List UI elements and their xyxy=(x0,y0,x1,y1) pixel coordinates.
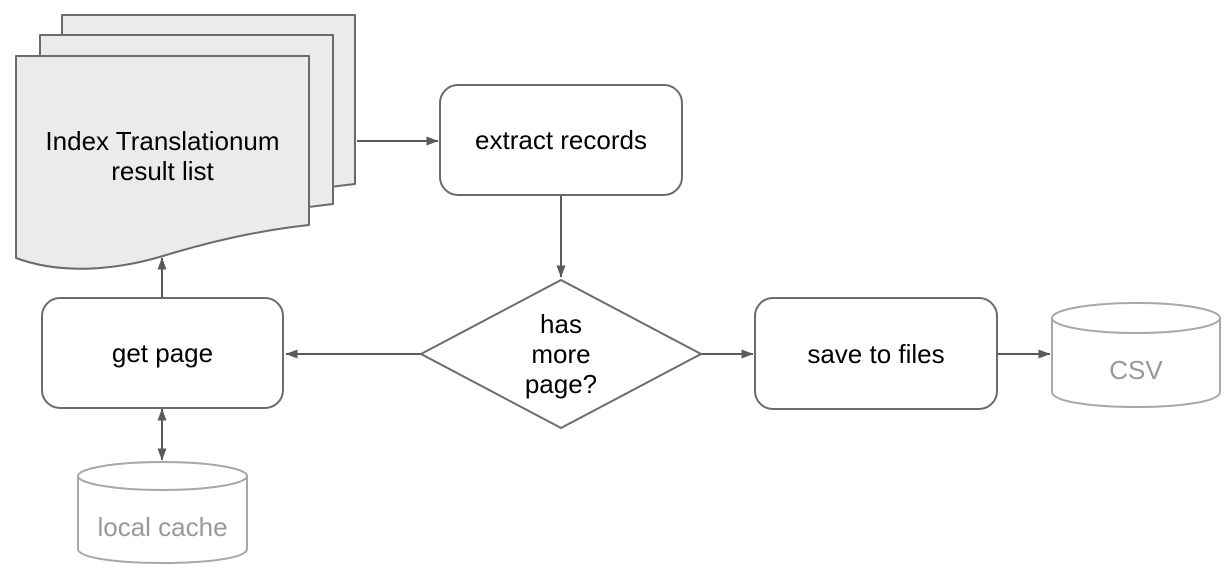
flowchart-connectors xyxy=(157,136,1051,461)
document-page-front xyxy=(15,55,310,270)
extract-records-node xyxy=(439,84,683,196)
has-more-page-decision-diamond xyxy=(420,279,702,429)
local-cache-cylinder-body xyxy=(77,476,248,564)
csv-cylinder-top xyxy=(1051,302,1221,334)
result-list-documents-shape xyxy=(15,14,356,270)
csv-cylinder-body xyxy=(1051,318,1221,408)
save-to-files-node xyxy=(754,297,998,410)
local-cache-cylinder-top xyxy=(77,461,248,491)
csv-cylinder xyxy=(1051,302,1221,408)
local-cache-cylinder xyxy=(77,461,248,564)
get-page-node xyxy=(41,297,284,409)
